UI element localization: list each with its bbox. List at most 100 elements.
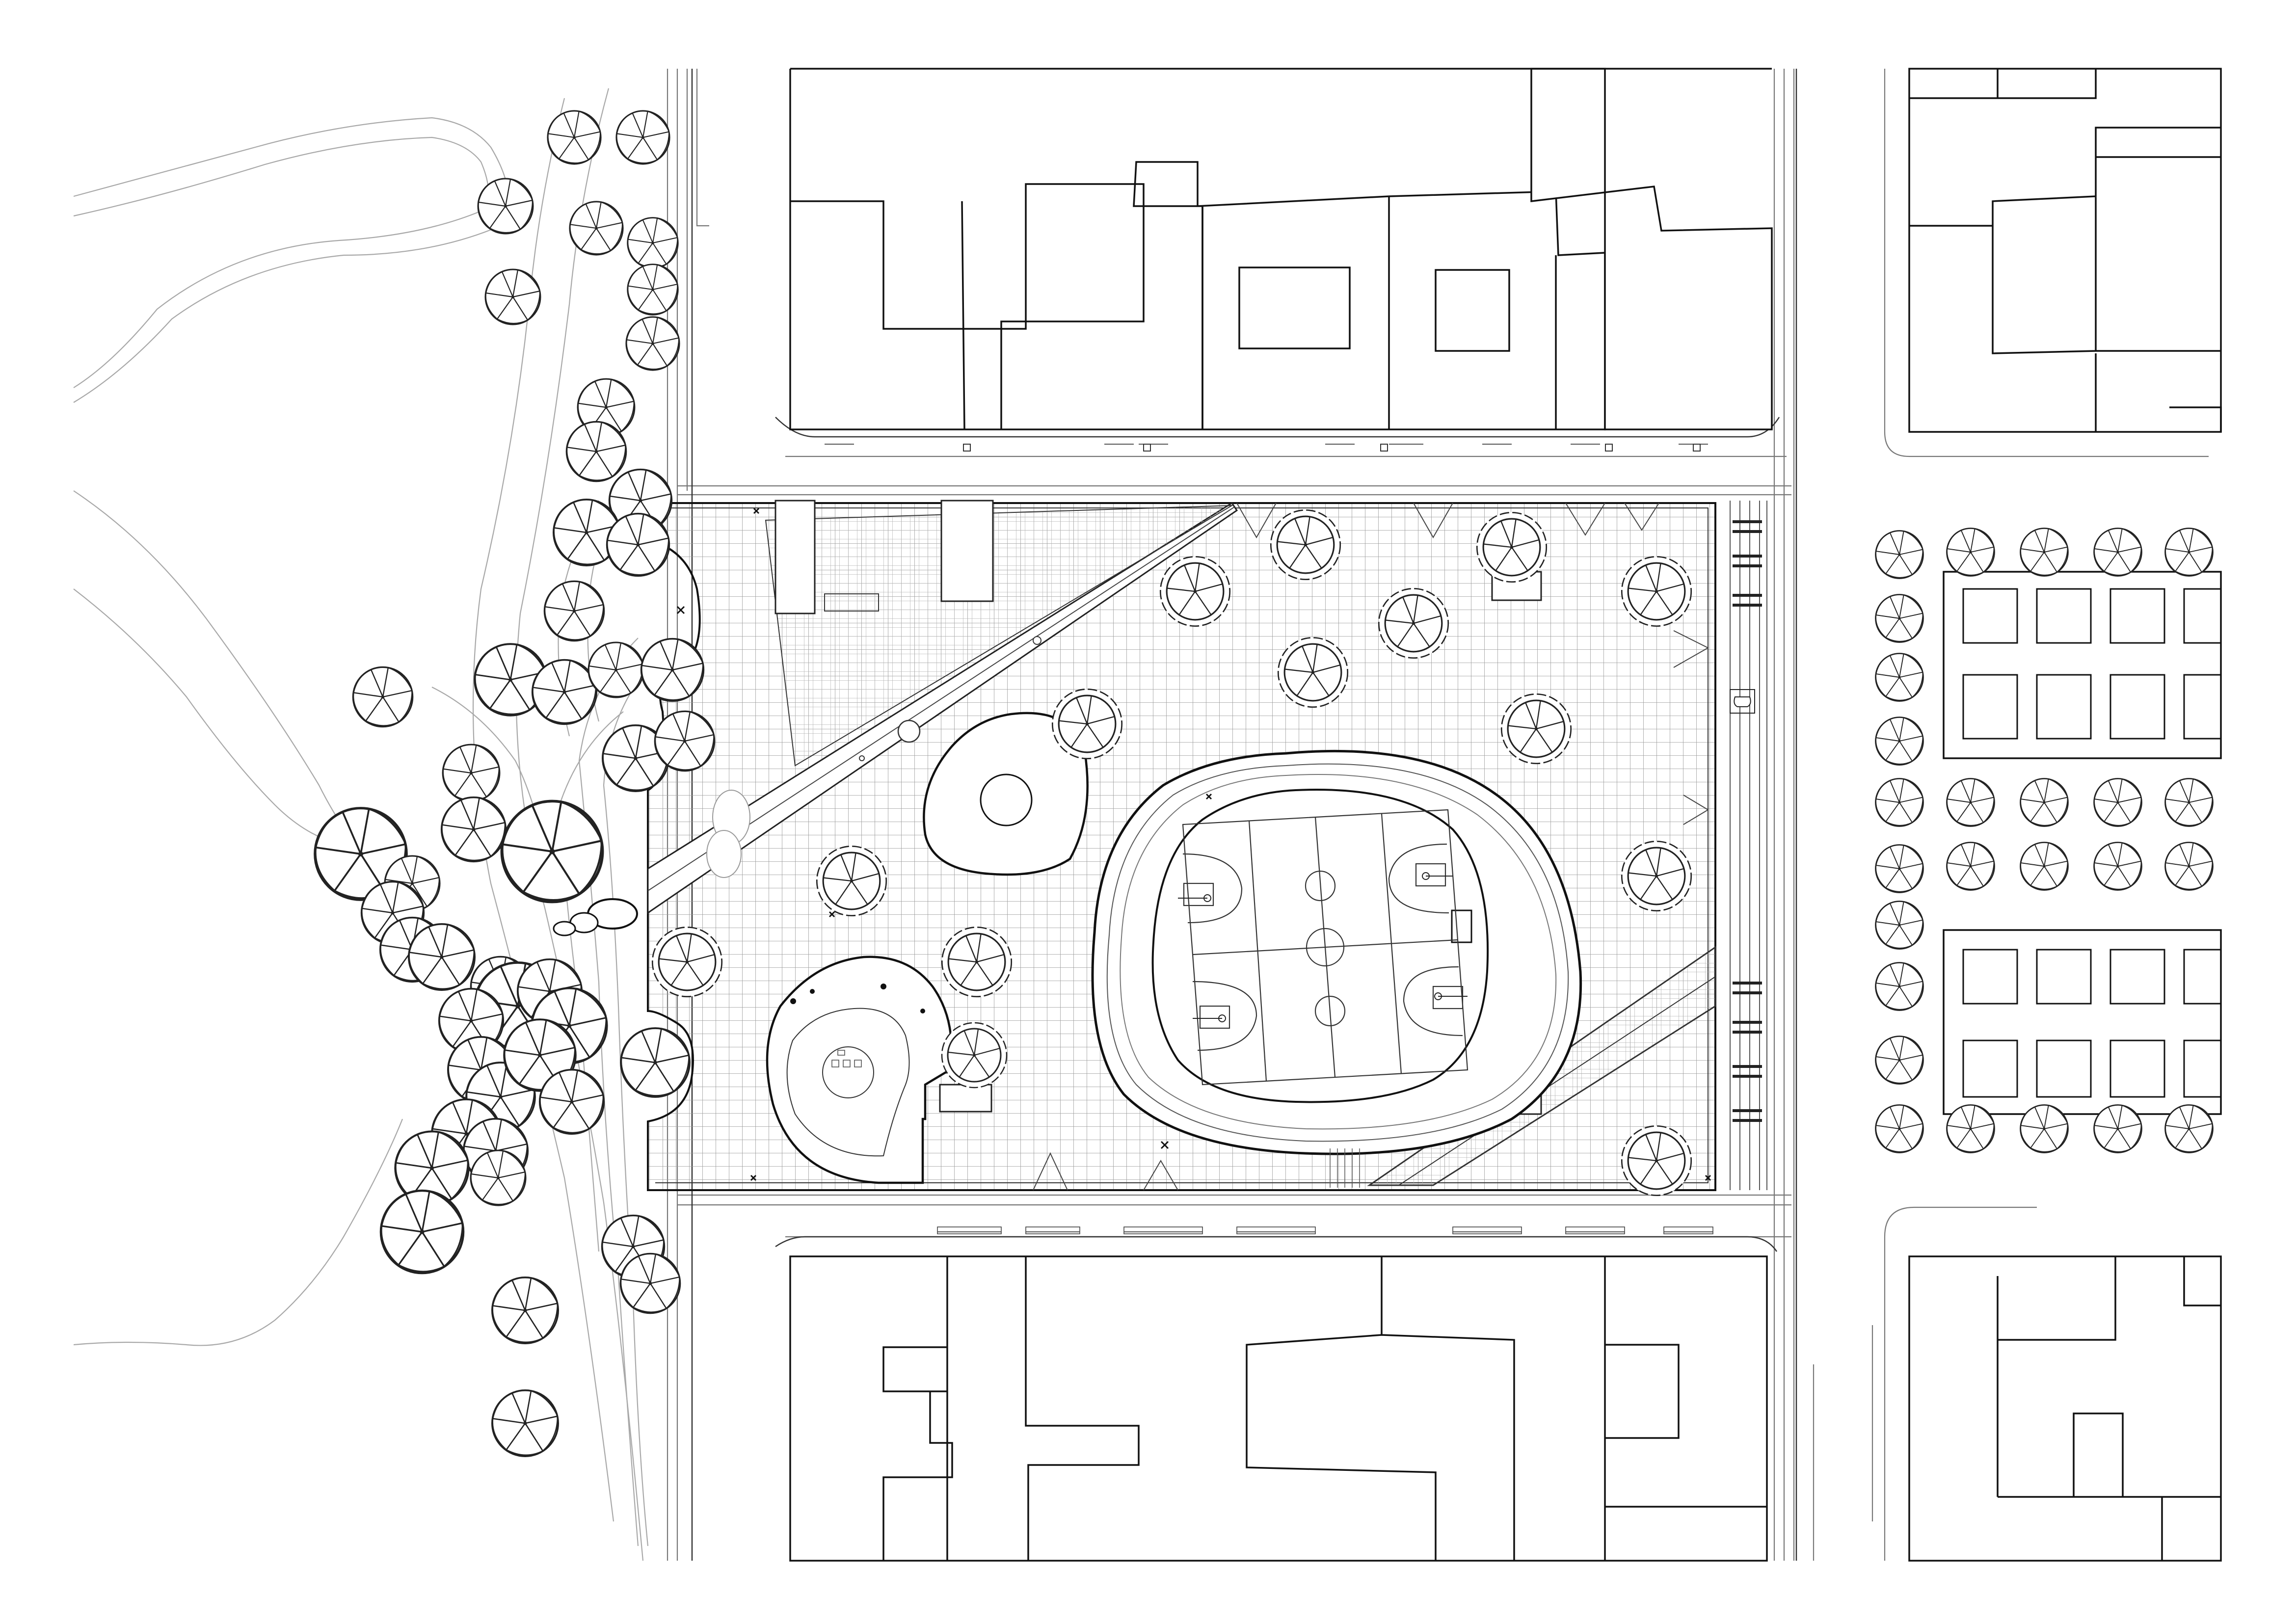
tree-canopy-icon (1875, 962, 1924, 1011)
sign-triangle (1734, 696, 1751, 707)
court-center-circle (1306, 928, 1345, 967)
tree-canopy-icon (502, 801, 602, 902)
tree-canopy-icon (565, 421, 627, 482)
park-edge-1 (73, 490, 374, 864)
courtyard (2183, 1039, 2222, 1098)
tree-canopy-icon (1500, 693, 1572, 765)
tree-canopy-icon (407, 923, 476, 991)
tree-canopy-icon (2093, 842, 2142, 891)
tree-canopy-icon (352, 666, 414, 728)
bench (1733, 991, 1762, 994)
tree-canopy-icon (640, 638, 705, 702)
street-post (1380, 444, 1388, 452)
building-north-right (1908, 68, 2222, 433)
sports-bowl-inner (1151, 789, 1489, 1103)
tree-canopy-icon (941, 926, 1013, 998)
bike-rack (1123, 1226, 1203, 1234)
tree-canopy-icon (484, 268, 541, 325)
west-oval-tiny (553, 921, 576, 936)
bench (1733, 564, 1762, 567)
courtyard-north-2 (1435, 269, 1510, 352)
tree-canopy-icon (1946, 842, 1995, 891)
building-south-right (1908, 1255, 2222, 1562)
tree-canopy-icon (627, 264, 679, 316)
key-bottom-left (1192, 981, 1257, 1051)
tree-canopy-icon (477, 178, 534, 235)
tree-canopy-icon (1875, 844, 1924, 893)
lamp-post-icon (1205, 793, 1212, 800)
tree-canopy-icon (491, 1277, 559, 1344)
courtyard (2183, 674, 2222, 740)
tree-canopy-icon (538, 1068, 605, 1135)
building-south-inner (882, 1256, 1767, 1561)
building-sr-inner (1997, 1256, 2221, 1561)
tree-canopy-icon (1946, 1104, 1995, 1153)
bike-rack (937, 1226, 1002, 1234)
tree-canopy-icon (1378, 587, 1449, 659)
lamp-post-icon (750, 1174, 757, 1181)
bench (1733, 1075, 1762, 1078)
park-edge-3 (73, 1118, 403, 1346)
tree-canopy-icon (1875, 1104, 1924, 1153)
hoop-ring (1434, 992, 1442, 1000)
tree-canopy-icon (2093, 528, 2142, 577)
bike-rack (1236, 1226, 1316, 1234)
tree-canopy-icon (2020, 528, 2069, 577)
street-post (1693, 444, 1701, 452)
courtyard (2109, 1039, 2165, 1098)
tree-canopy-icon (1621, 556, 1692, 627)
tree-canopy-icon (491, 1389, 559, 1457)
courtyard (2109, 674, 2165, 740)
pad (837, 1050, 845, 1056)
hoop-ring (1422, 872, 1430, 880)
tree-canopy-icon (1875, 653, 1924, 702)
courtyard (1962, 1039, 2018, 1098)
courtyard (2183, 949, 2222, 1005)
notch (1673, 630, 1709, 668)
building-east-lower (1943, 929, 2222, 1115)
tree-canopy-icon (1946, 528, 1995, 577)
pad (831, 1060, 839, 1067)
bench (1733, 604, 1762, 607)
bike-rack (1565, 1226, 1625, 1234)
notch (1565, 503, 1605, 536)
courtyard (2036, 1039, 2092, 1098)
court-line-b (1381, 813, 1402, 1074)
park-path-2 (73, 136, 489, 388)
notch (1624, 503, 1659, 531)
ramp-node (897, 719, 921, 743)
tree-canopy-icon (2020, 842, 2069, 891)
tree-canopy-icon (531, 659, 598, 725)
building-east-upper (1943, 571, 2222, 759)
tree-canopy-icon (619, 1252, 681, 1314)
tree-canopy-icon (1159, 556, 1231, 627)
lamp-post-icon (1160, 1141, 1169, 1149)
tree-canopy-icon (1875, 778, 1924, 827)
bench (1733, 1021, 1762, 1024)
stair-pad-north-west (824, 593, 879, 612)
key-top-left (1182, 853, 1243, 924)
bench (1733, 555, 1762, 558)
court-line-a (1248, 820, 1267, 1082)
courtyard (1962, 588, 2018, 644)
bowl-entry (1451, 909, 1472, 943)
courtyard (2109, 949, 2165, 1005)
lamp-post-icon (1705, 1174, 1711, 1181)
notch (1143, 1160, 1178, 1191)
spiral-dots (790, 984, 925, 1013)
street-west-line-4 (696, 69, 709, 227)
tree-canopy-icon (440, 796, 507, 863)
park-edge-5 (515, 88, 644, 1561)
tree-canopy-icon (651, 926, 723, 998)
bike-racks-south (937, 1226, 1713, 1234)
bench (1733, 530, 1762, 533)
tree-canopy-icon (627, 217, 679, 269)
lamp-post-icons (676, 507, 1711, 1181)
curb-south (775, 1236, 1778, 1252)
tree-canopy-icon (547, 110, 602, 165)
court-box-top-left (1183, 882, 1214, 906)
bike-rack (1663, 1226, 1713, 1234)
tree-canopy-icon (1875, 717, 1924, 766)
diagonal-ramp-steps (765, 505, 1234, 767)
